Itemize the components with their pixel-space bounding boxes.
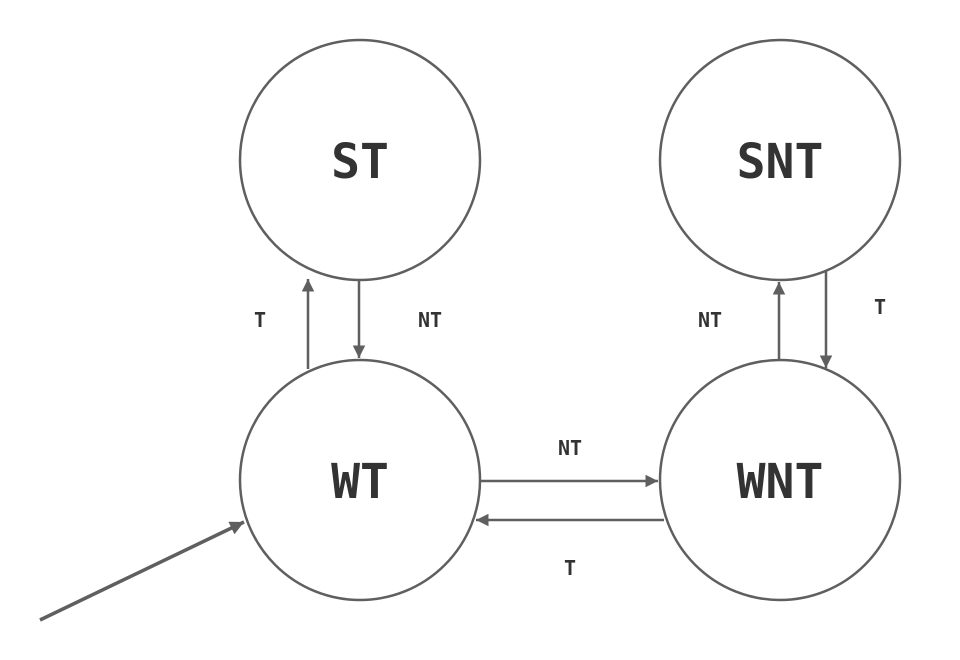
state-wt: WT <box>238 358 482 602</box>
state-st-label: ST <box>331 134 389 190</box>
edge-wt-to-st-label: T <box>254 308 266 332</box>
state-snt-circle <box>658 38 902 282</box>
edge-snt-to-wnt-label: T <box>874 295 886 319</box>
edge-wt-to-wnt-label: NT <box>558 436 582 460</box>
edge-wnt-to-wt-label: T <box>564 556 576 580</box>
state-st-circle <box>238 38 482 282</box>
state-snt: SNT <box>658 38 902 282</box>
state-wnt-circle <box>658 358 902 602</box>
edge-wnt-to-snt-label: NT <box>698 308 722 332</box>
state-wt-label: WT <box>331 454 389 510</box>
start-arrow <box>39 520 245 622</box>
state-st: ST <box>238 38 482 282</box>
state-wnt: WNT <box>658 358 902 602</box>
state-snt-label: SNT <box>737 134 824 190</box>
state-wnt-label: WNT <box>737 454 824 510</box>
edge-st-to-wt-label: NT <box>418 308 442 332</box>
